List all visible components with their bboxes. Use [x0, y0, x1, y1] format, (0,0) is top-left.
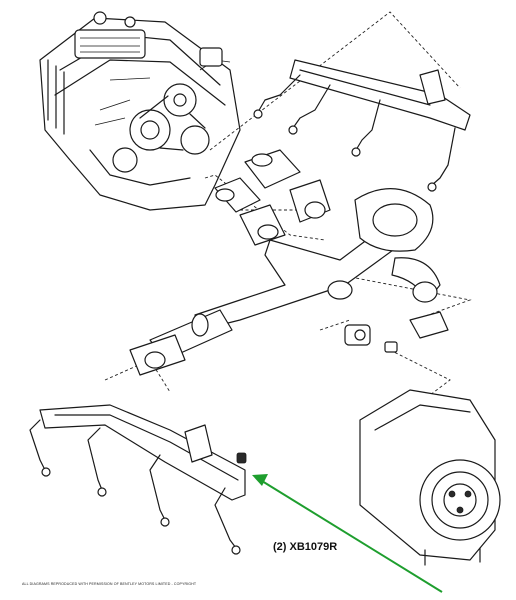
water-pump-icon: [359, 389, 501, 566]
callout-arrow-icon: [252, 474, 443, 593]
bypass-hose: [129, 309, 398, 376]
upper-rail-assembly: [253, 59, 471, 192]
hose-fittings: [214, 149, 331, 246]
main-pipe-assembly: [194, 188, 449, 339]
part-number-label: (2) XB1079R: [273, 541, 338, 553]
lower-rail-assembly: [29, 404, 247, 555]
engine-illustration: [39, 11, 241, 211]
copyright-notice: ALL DIAGRAMS REPRODUCED WITH PERMISSION …: [22, 582, 197, 586]
